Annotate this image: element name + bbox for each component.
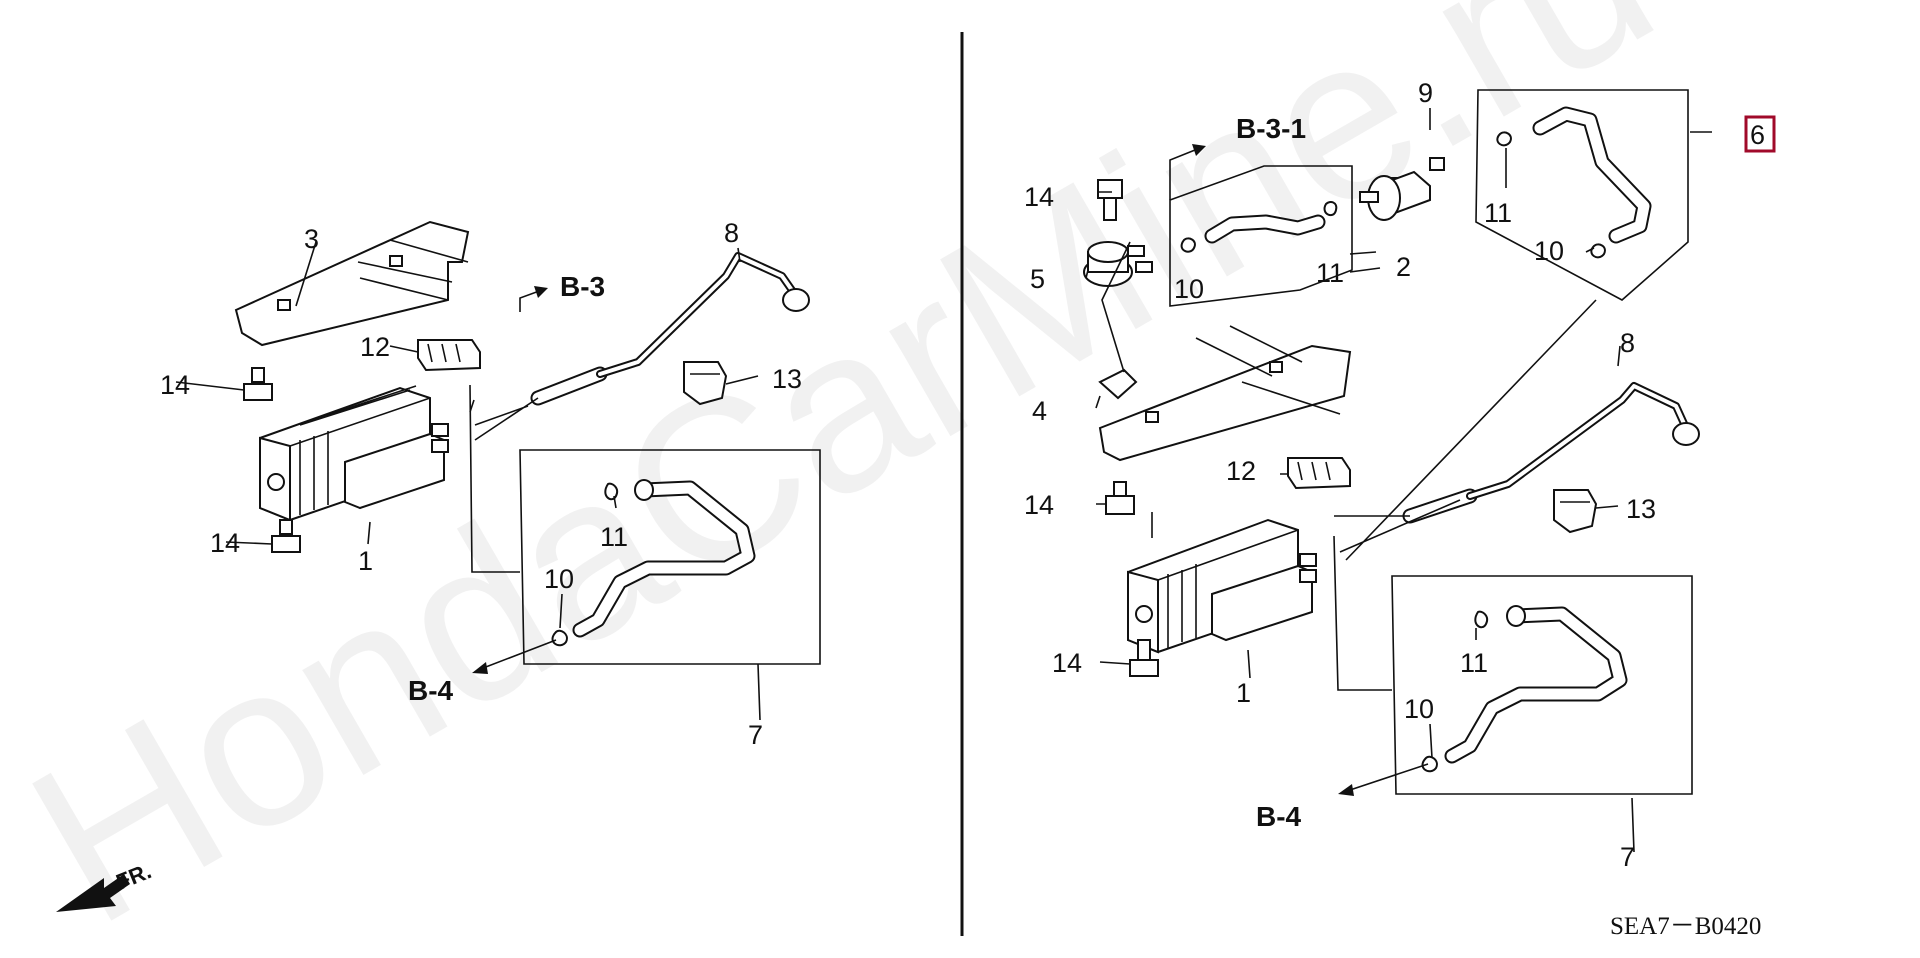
right-callout-4: 4 [1032, 396, 1047, 426]
left-callout-3: 3 [304, 224, 319, 254]
diagram-code: SEA7－B0420 [1610, 913, 1761, 940]
left-callout-10: 10 [544, 564, 574, 594]
right-callout-8: 8 [1620, 328, 1635, 358]
left-callout-1: 1 [358, 546, 373, 576]
right-arrow-b4-head [1338, 784, 1354, 796]
left-callout-8: 8 [724, 218, 739, 248]
right-panel: 9 6 11 10 14 5 10 11 2 8 4 12 14 13 11 1… [1024, 78, 1776, 872]
right-callout-14a: 14 [1024, 182, 1054, 212]
bracket-part-4 [1098, 325, 1352, 462]
left-leader-lines [175, 241, 761, 721]
pipe-part-8 [530, 252, 810, 406]
hose-kit-part-6 [1475, 89, 1776, 301]
pipe-part-8-right [1402, 382, 1700, 524]
left-panel: 3 8 12 13 14 14 1 11 10 7 B-3 B-4 [160, 218, 821, 750]
right-callout-1: 1 [1236, 678, 1251, 708]
right-callout-14b: 14 [1024, 490, 1054, 520]
bolt-14-mid [1105, 481, 1135, 515]
bolt-14-lower [271, 519, 301, 553]
canister-part-1-right [1127, 518, 1317, 654]
bolt-14-upper [243, 367, 273, 401]
left-arrow-b4-head [472, 662, 488, 674]
left-callout-14b: 14 [210, 528, 240, 558]
left-arrow-b3 [519, 289, 543, 312]
hose-kit-part-7-right [1333, 535, 1693, 795]
canister-part-1 [259, 385, 449, 522]
clip-part-13 [683, 361, 728, 406]
left-ref-b3: B-3 [560, 271, 605, 302]
right-arrow-b4 [1343, 763, 1429, 793]
right-callout-2: 2 [1396, 252, 1411, 282]
right-ref-b31: B-3-1 [1236, 113, 1306, 144]
right-callout-13: 13 [1626, 494, 1656, 524]
right-ref-b4: B-4 [1256, 801, 1302, 832]
right-arrow-b31-head [1192, 144, 1206, 156]
hose-kit-part-2 [1169, 165, 1353, 307]
bolt-14-bottom [1129, 639, 1159, 677]
right-arrow-b31 [1169, 147, 1201, 200]
right-callout-11c: 11 [1460, 648, 1488, 678]
right-callout-11a: 11 [1484, 198, 1512, 228]
clip-part-13-right [1553, 489, 1598, 534]
right-callout-9: 9 [1418, 78, 1433, 108]
watermark: HondaCarMine.ru [0, 0, 1692, 958]
left-callout-12: 12 [360, 332, 390, 362]
hose-kit-part-7 [469, 384, 821, 665]
right-callout-11b: 11 [1316, 258, 1344, 288]
left-callout-11: 11 [600, 522, 628, 552]
connector-part-12 [417, 339, 481, 372]
right-callout-10b: 10 [1174, 274, 1204, 304]
valve-part-9 [1359, 157, 1445, 221]
left-callout-14a: 14 [160, 370, 190, 400]
right-callout-14c: 14 [1052, 648, 1082, 678]
right-callout-5: 5 [1030, 264, 1045, 294]
right-callout-10a: 10 [1534, 236, 1564, 266]
left-arrow-b3-head [534, 286, 548, 298]
right-callout-7: 7 [1620, 842, 1635, 872]
bracket-part-3 [234, 220, 470, 347]
right-callout-12: 12 [1226, 456, 1256, 486]
left-callout-7: 7 [748, 720, 763, 750]
connector-part-12-right [1287, 457, 1351, 490]
right-callout-10c: 10 [1404, 694, 1434, 724]
right-callout-6: 6 [1750, 120, 1765, 150]
bolt-14-top [1097, 179, 1123, 221]
left-callout-13: 13 [772, 364, 802, 394]
left-ref-b4: B-4 [408, 675, 454, 706]
left-arrow-b4 [477, 639, 557, 671]
right-leader-lines [1085, 108, 1712, 853]
highlight-box-6 [1744, 115, 1776, 153]
